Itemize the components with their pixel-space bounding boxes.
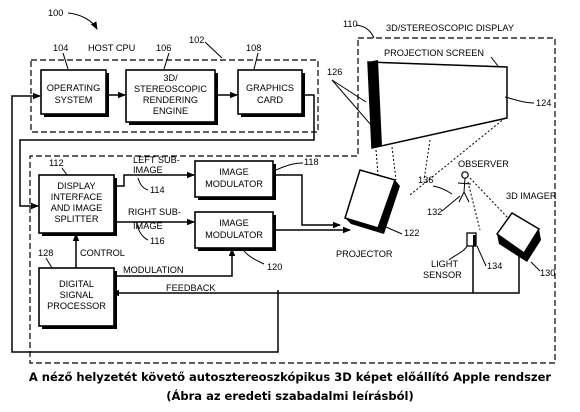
imager-front [497, 234, 527, 262]
imager-label: 3D IMAGER [506, 191, 557, 201]
caption-line-2: (Ábra az eredeti szabadalmi leírásból) [166, 388, 413, 403]
left-subimage-label-1: LEFT SUB- [133, 155, 180, 165]
ref-110: 110 [343, 19, 358, 29]
rendering-engine-label-3: RENDERING [143, 95, 198, 105]
ref-116: 116 [150, 236, 165, 246]
operating-system-label-2: SYSTEM [55, 95, 93, 105]
ref-104: 104 [53, 43, 68, 53]
ref-114: 114 [150, 185, 165, 195]
ref-108: 108 [246, 43, 261, 53]
arrow-gfx-to-display-interface [19, 94, 315, 210]
rendering-engine-label-2: STEREOSCOPIC [134, 84, 207, 94]
display-interface-label-1: DISPLAY [57, 181, 95, 191]
observer-sight-lines [467, 177, 509, 231]
arrow-left-subimage [114, 171, 195, 187]
ref-132: 132 [427, 207, 442, 217]
projector-bottom [345, 218, 384, 234]
ref-100-arrow [67, 12, 98, 30]
graphics-card-label-2: CARD [257, 95, 283, 105]
graphics-card-label-1: GRAPHICS [246, 83, 294, 93]
ref-126: 126 [327, 67, 342, 77]
projection-screen-label: PROJECTION SCREEN [384, 48, 484, 58]
rendering-engine-box [125, 69, 216, 123]
host-cpu-label: HOST CPU [88, 43, 135, 53]
graphics-card-box [237, 69, 303, 115]
right-subimage-label-1: RIGHT SUB- [128, 207, 181, 217]
wire-imager-feedback [111, 256, 520, 297]
arrow-modulation [114, 248, 236, 277]
operating-system-label-1: OPERATING [47, 83, 100, 93]
ref-102: 102 [189, 35, 204, 45]
display-title: 3D/STEREOSCOPIC DISPLAY [386, 23, 514, 33]
arrow-modulator-top-to-projector [273, 174, 341, 229]
image-modulator-top-label-2: MODULATOR [205, 179, 263, 189]
light-sensor-label-2: SENSOR [423, 270, 462, 280]
display-interface-label-3: AND IMAGE [51, 203, 103, 213]
feedback-label: FEEDBACK [166, 283, 216, 293]
image-modulator-bottom-label-2: MODULATOR [205, 230, 263, 240]
ref-130: 130 [540, 268, 555, 278]
image-modulator-top-label-1: IMAGE [219, 167, 249, 177]
ref-118: 118 [304, 157, 319, 167]
ref-100: 100 [48, 8, 63, 18]
projector-side [378, 180, 400, 234]
image-modulator-bottom-label-1: IMAGE [219, 218, 249, 228]
dsp-label-1: DIGITAL [59, 279, 94, 289]
left-subimage-label-2: IMAGE [133, 165, 163, 175]
projection-screen [367, 61, 508, 149]
right-subimage-label-2: IMAGE [133, 221, 163, 231]
light-sensor-label-1: LIGHT [431, 259, 458, 269]
dsp-label-2: SIGNAL [60, 290, 94, 300]
observer-label: OBSERVER [458, 159, 509, 169]
digital-signal-processor-box [38, 267, 115, 327]
imager-side [524, 229, 541, 262]
ref-122: 122 [404, 228, 419, 238]
caption-line-1: A néző helyzetét követő autosztereoszkóp… [29, 370, 552, 384]
rendering-engine-label-1: 3D/ [163, 73, 178, 83]
ref-120: 120 [267, 262, 282, 272]
observer-figure [457, 171, 472, 203]
projector-label: PROJECTOR [336, 249, 393, 259]
display-group [29, 37, 556, 364]
image-modulator-top-box [194, 160, 274, 198]
modulation-label: MODULATION [123, 265, 184, 275]
display-interface-label-2: INTERFACE [51, 192, 103, 202]
rendering-engine-label-4: ENGINE [153, 106, 188, 116]
arrow-feedback-to-os [11, 92, 279, 353]
ref-106: 106 [156, 43, 171, 53]
operating-system-box [40, 69, 107, 115]
ref-128: 128 [38, 248, 53, 258]
dsp-label-3: PROCESSOR [47, 301, 106, 311]
display-interface-box [38, 174, 115, 234]
ref-136: 136 [418, 175, 433, 185]
control-label: CONTROL [80, 248, 125, 258]
ref-112: 112 [49, 158, 64, 168]
display-interface-label-4: SPLITTER [55, 214, 99, 224]
ref-124: 124 [536, 98, 551, 108]
ref-134: 134 [487, 261, 502, 271]
